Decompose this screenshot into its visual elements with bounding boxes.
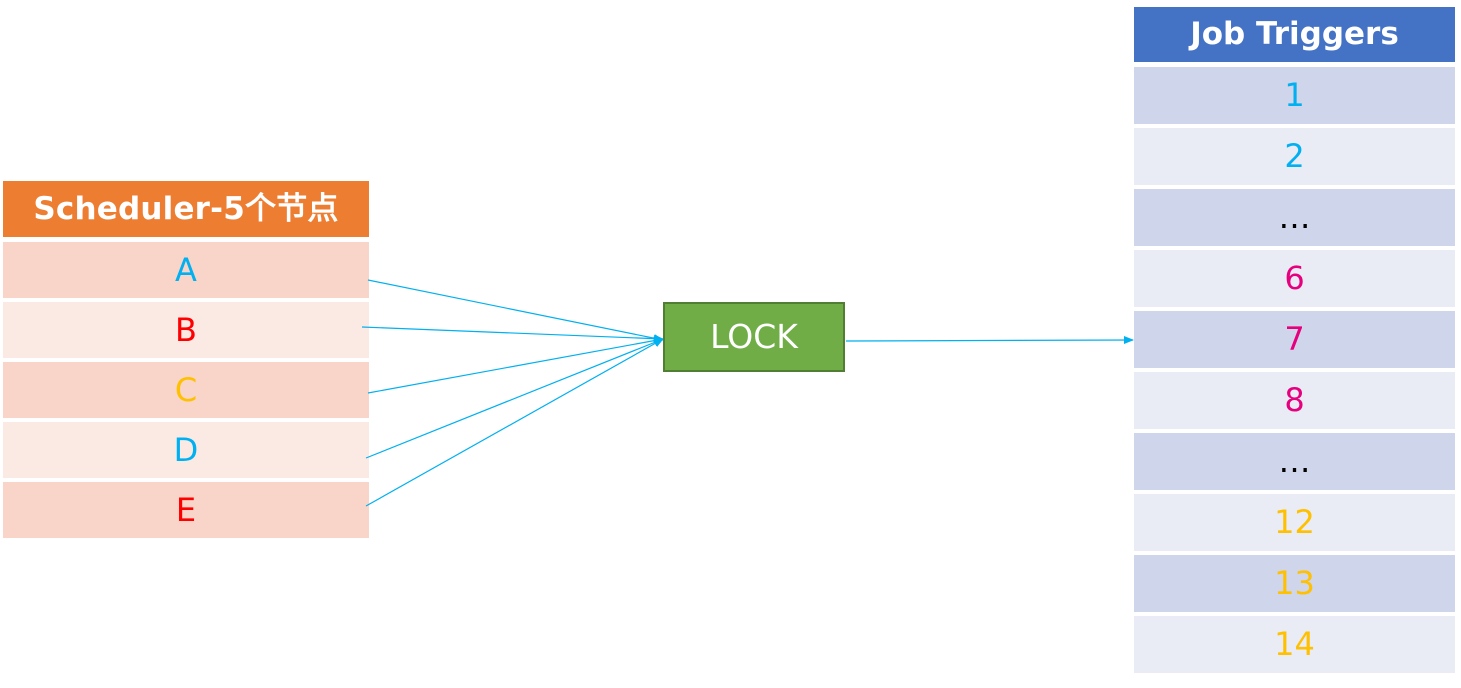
scheduler-node-c: C bbox=[3, 362, 369, 418]
trigger-row: 12 bbox=[1134, 494, 1455, 551]
scheduler-node-d: D bbox=[3, 422, 369, 478]
scheduler-node-a: A bbox=[3, 242, 369, 298]
arrow-b-to-lock bbox=[361, 326, 664, 343]
trigger-row: 6 bbox=[1134, 250, 1455, 307]
arrow-a-to-lock bbox=[367, 279, 664, 343]
lock-box: LOCK bbox=[663, 302, 845, 372]
scheduler-table: Scheduler-5个节点 A B C D E bbox=[3, 181, 369, 542]
arrow-d-to-lock bbox=[365, 338, 664, 459]
scheduler-title: Scheduler-5个节点 bbox=[3, 181, 369, 237]
scheduler-node-e: E bbox=[3, 482, 369, 538]
scheduler-node-b: B bbox=[3, 302, 369, 358]
trigger-row: … bbox=[1134, 189, 1455, 246]
trigger-row: 14 bbox=[1134, 616, 1455, 673]
trigger-row: 13 bbox=[1134, 555, 1455, 612]
trigger-row: 1 bbox=[1134, 67, 1455, 124]
trigger-row: 8 bbox=[1134, 372, 1455, 429]
trigger-row: … bbox=[1134, 433, 1455, 490]
arrow-e-to-lock bbox=[365, 338, 664, 507]
job-triggers-title: Job Triggers bbox=[1134, 7, 1455, 62]
trigger-row: 2 bbox=[1134, 128, 1455, 185]
trigger-row: 7 bbox=[1134, 311, 1455, 368]
arrow-lock-to-triggers bbox=[845, 336, 1134, 345]
job-triggers-table: Job Triggers 1 2 … 6 7 8 … 12 13 14 bbox=[1134, 7, 1455, 677]
arrow-c-to-lock bbox=[367, 336, 664, 394]
